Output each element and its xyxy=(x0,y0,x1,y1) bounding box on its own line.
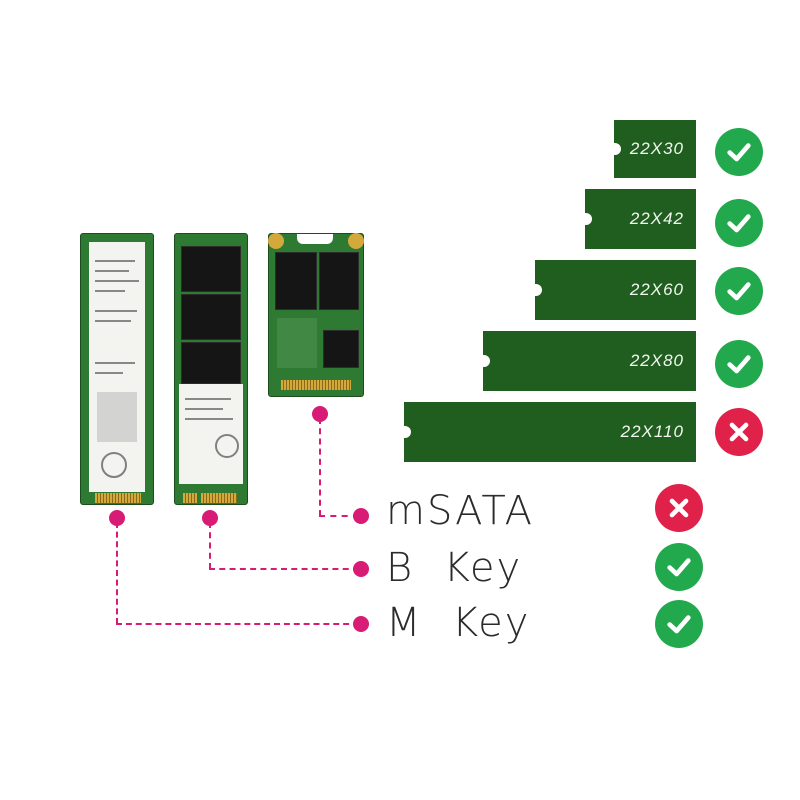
msata-connector-dot xyxy=(312,406,328,422)
size-label: 22X80 xyxy=(629,351,684,370)
size-22x60-status-badge xyxy=(715,267,763,315)
key-label-msata: mSATA xyxy=(386,488,535,534)
size-bar-22x60: 22X60 xyxy=(534,260,696,320)
check-icon xyxy=(667,558,691,577)
size-bar-22x30: 22X30 xyxy=(613,120,696,178)
size-label: 22X110 xyxy=(620,422,684,441)
m-key-connector xyxy=(95,493,141,503)
ssd-label-sticker xyxy=(89,242,145,492)
msata-leader-horizontal xyxy=(319,515,359,517)
ssd-label-sticker xyxy=(179,384,243,484)
msata-ssd-image xyxy=(268,233,364,397)
key-label-m-key: M Key xyxy=(386,600,531,646)
size-label: 22X60 xyxy=(629,280,684,299)
memory-chip xyxy=(319,252,359,310)
b-key-connector-dot xyxy=(202,510,218,526)
check-icon xyxy=(727,282,751,301)
msata-leader-vertical xyxy=(319,418,321,516)
memory-chip xyxy=(181,294,241,340)
b-key-leader-vertical xyxy=(209,522,211,569)
m-key-connector-dot xyxy=(109,510,125,526)
key-label-b-key: B Key xyxy=(386,545,523,591)
b-key-status-badge xyxy=(655,543,703,591)
b-key-connector-right xyxy=(201,493,237,503)
cross-icon xyxy=(669,498,689,518)
m-key-label-dot xyxy=(353,616,369,632)
m-key-leader-horizontal xyxy=(116,623,359,625)
check-icon xyxy=(667,615,691,634)
m-key-leader-vertical xyxy=(116,522,118,624)
size-22x30-status-badge xyxy=(715,128,763,176)
size-bar-22x110: 22X110 xyxy=(403,402,696,462)
b-key-connector-left xyxy=(183,493,197,503)
msata-label-dot xyxy=(353,508,369,524)
size-label: 22X42 xyxy=(629,209,684,228)
check-icon xyxy=(727,143,751,162)
b-key-ssd-image xyxy=(174,233,248,505)
size-22x110-status-badge xyxy=(715,408,763,456)
memory-chip xyxy=(275,252,317,310)
msata-status-badge xyxy=(655,484,703,532)
m-key-ssd-image xyxy=(80,233,154,505)
m-key-status-badge xyxy=(655,600,703,648)
memory-chip xyxy=(181,246,241,292)
size-bar-22x80: 22X80 xyxy=(482,331,696,391)
cross-icon xyxy=(729,422,749,442)
size-label: 22X30 xyxy=(629,139,684,158)
size-bar-22x42: 22X42 xyxy=(584,189,696,249)
controller-chip xyxy=(323,330,359,368)
size-22x80-status-badge xyxy=(715,340,763,388)
b-key-label-dot xyxy=(353,561,369,577)
check-icon xyxy=(727,355,751,374)
check-icon xyxy=(727,214,751,233)
size-22x42-status-badge xyxy=(715,199,763,247)
msata-connector xyxy=(281,380,351,390)
memory-chip xyxy=(181,342,241,384)
b-key-leader-horizontal xyxy=(209,568,359,570)
